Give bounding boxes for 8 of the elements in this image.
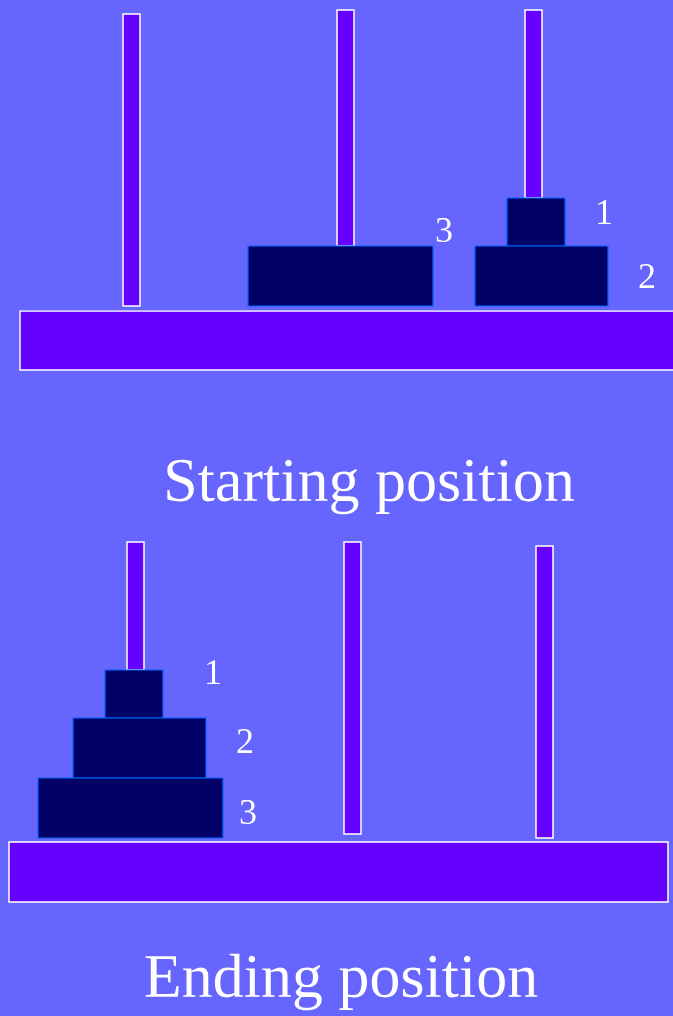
disk-number: 1 <box>207 660 220 684</box>
disk-number: 3 <box>240 799 256 825</box>
disk-number: 1 <box>598 200 611 224</box>
disk-number: 3 <box>436 217 452 243</box>
caption-text: Starting position <box>167 459 574 515</box>
disk-number: 2 <box>237 729 252 753</box>
disk-number: 2 <box>639 264 654 288</box>
caption-text: Ending position <box>145 953 538 1011</box>
